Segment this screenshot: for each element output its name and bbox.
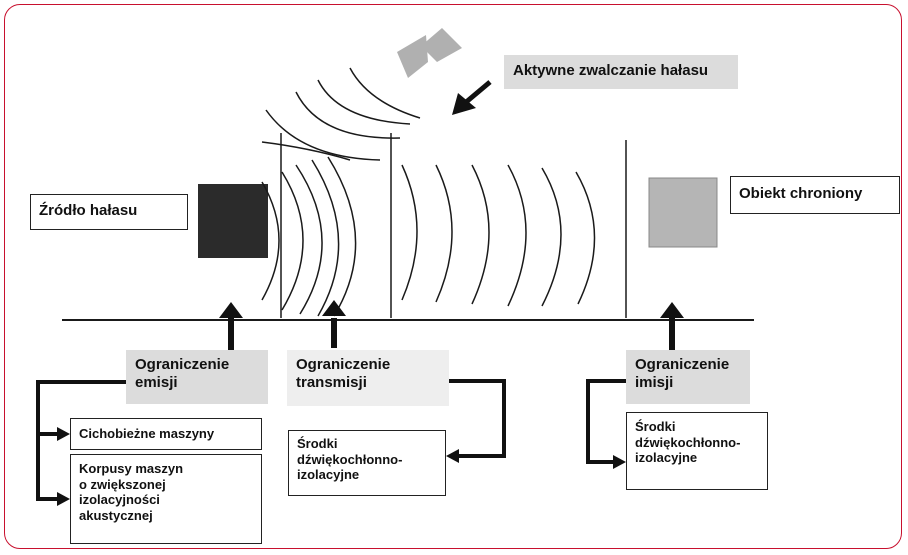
anti-noise-waves [261, 67, 421, 161]
emission-connector-arrowhead [57, 427, 70, 441]
transmission-limit-label: Ograniczenie transmisji [287, 350, 449, 406]
protected-object-square [648, 177, 718, 248]
emission-connector [36, 380, 128, 501]
noise-source-label: Źródło hałasu [30, 194, 188, 230]
noise-source-square [198, 184, 268, 258]
emission-arrow [219, 302, 243, 350]
quiet-machines-box: Cichobieżne maszyny [70, 418, 262, 450]
machine-housings-box: Korpusy maszyn o zwiększonej izolacyjnoś… [70, 454, 262, 544]
immission-connector-arrowhead [613, 455, 626, 469]
emission-connector-arrowhead [57, 492, 70, 506]
emission-limit-label: Ograniczenie emisji [126, 350, 268, 404]
immission-arrow [660, 302, 684, 350]
immission-limit-label: Ograniczenie imisji [626, 350, 750, 404]
speaker-icon [397, 28, 462, 78]
active-noise-control-label: Aktywne zwalczanie hałasu [504, 55, 738, 89]
protected-object-label: Obiekt chroniony [730, 176, 900, 214]
immission-connector [586, 379, 628, 464]
transmission-measures-box: Środki dźwiękochłonno- izolacyjne [288, 430, 446, 496]
immission-measures-box: Środki dźwiękochłonno- izolacyjne [626, 412, 768, 490]
transmitted-sound-waves [401, 164, 596, 307]
transmission-connector [444, 379, 506, 458]
transmission-arrow [322, 300, 346, 348]
source-sound-waves [261, 156, 357, 317]
active-arrow [452, 80, 492, 115]
transmission-connector-arrowhead [446, 449, 459, 463]
